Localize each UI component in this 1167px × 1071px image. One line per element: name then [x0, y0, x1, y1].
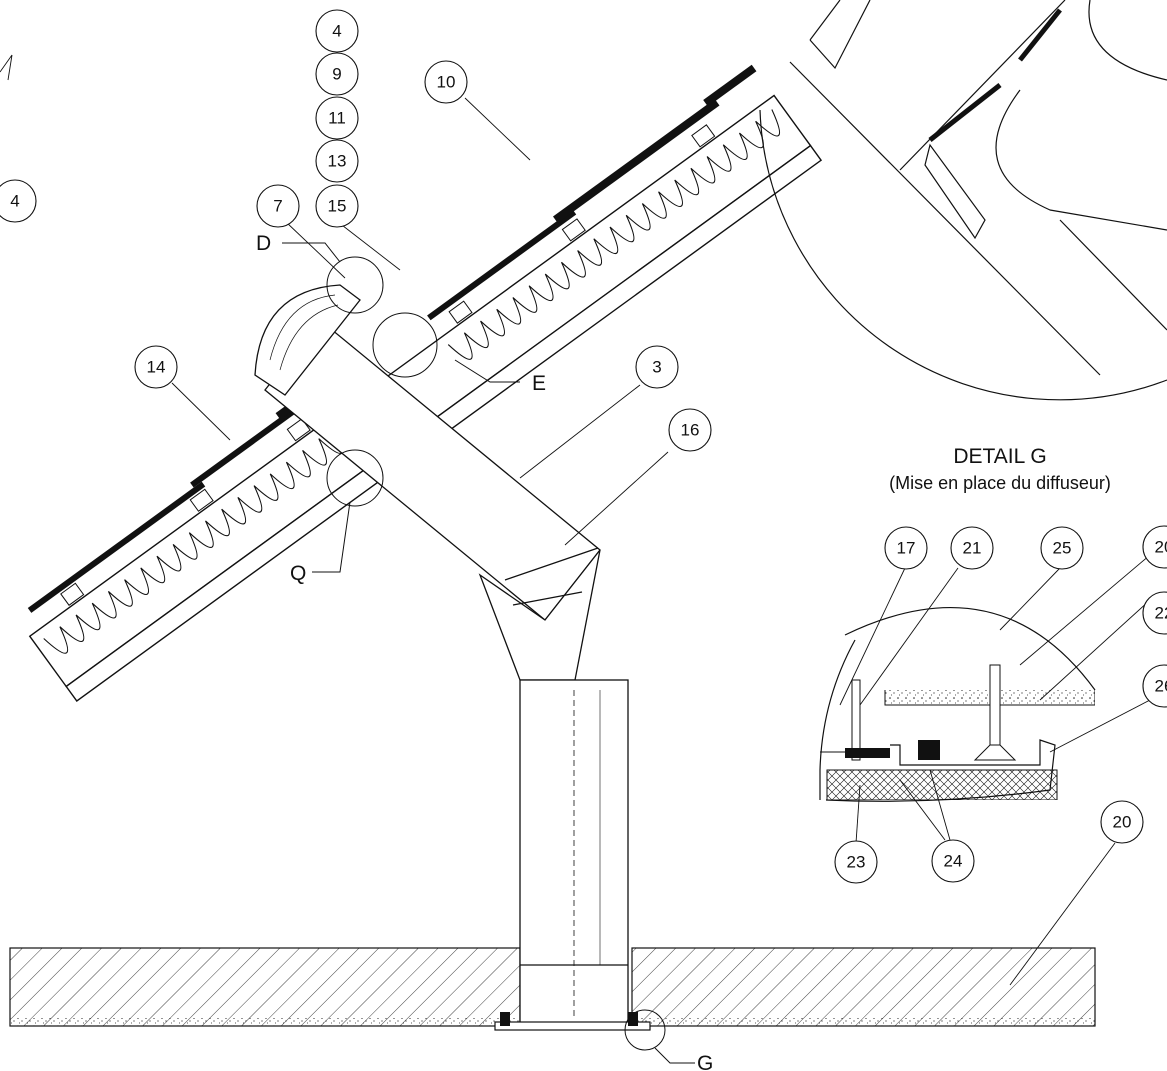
callout-20: 20 [1100, 800, 1144, 844]
callout-11: 11 [315, 96, 359, 140]
svg-text:21: 21 [963, 539, 982, 558]
svg-text:14: 14 [147, 358, 166, 377]
callout-20-partial: 20 [1142, 525, 1167, 569]
dome [254, 284, 361, 396]
svg-text:13: 13 [328, 152, 347, 171]
ceiling-slab [9, 947, 1096, 1027]
callout-13: 13 [315, 139, 359, 183]
callout-25: 25 [1040, 526, 1084, 570]
detail-letters: D E Q G [256, 232, 713, 1071]
leader-lines [171, 97, 1151, 986]
callout-14: 14 [134, 345, 178, 389]
svg-text:11: 11 [328, 109, 346, 128]
callout-3: 3 [635, 345, 679, 389]
callout-16: 16 [668, 408, 712, 452]
svg-text:9: 9 [332, 65, 341, 84]
svg-text:7: 7 [273, 197, 282, 216]
callout-10: 10 [424, 60, 468, 104]
callout-4-top: 4 [315, 9, 359, 53]
svg-text:24: 24 [944, 852, 963, 871]
svg-text:26: 26 [1155, 677, 1167, 696]
svg-text:25: 25 [1053, 539, 1072, 558]
detail-e-partial [759, 0, 1167, 401]
svg-text:15: 15 [328, 197, 347, 216]
svg-text:16: 16 [681, 421, 700, 440]
callout-9: 9 [315, 52, 359, 96]
letter-e: E [532, 372, 546, 395]
roof-assembly [27, 64, 823, 702]
svg-text:20: 20 [1113, 813, 1132, 832]
light-tube [264, 319, 629, 1026]
callout-23: 23 [834, 840, 878, 884]
letter-g: G [697, 1052, 713, 1071]
letter-q: Q [290, 562, 306, 585]
callout-17: 17 [884, 526, 928, 570]
detail-g-subtitle: (Mise en place du diffuseur) [889, 473, 1111, 493]
svg-text:20: 20 [1155, 538, 1167, 557]
diffuser [494, 1012, 651, 1031]
callout-22-partial: 22 [1142, 591, 1167, 635]
callout-7: 7 [256, 184, 300, 228]
detail-g: DETAIL G (Mise en place du diffuseur) [819, 445, 1111, 802]
callout-15: 15 [315, 184, 359, 228]
callout-24: 24 [931, 839, 975, 883]
callout-26-partial: 26 [1142, 664, 1167, 708]
callouts: 4 9 11 13 15 10 7 4 [0, 9, 1167, 884]
svg-text:17: 17 [897, 539, 916, 558]
callout-4-left: 4 [0, 179, 37, 223]
svg-text:22: 22 [1155, 604, 1167, 623]
svg-text:23: 23 [847, 853, 866, 872]
edge-mark [0, 54, 13, 81]
svg-text:4: 4 [332, 22, 341, 41]
svg-text:10: 10 [437, 73, 456, 92]
svg-text:3: 3 [652, 358, 661, 377]
callout-21: 21 [950, 526, 994, 570]
detail-g-title: DETAIL G [953, 445, 1046, 468]
detail-markers [282, 242, 695, 1064]
letter-d: D [256, 232, 271, 255]
svg-text:4: 4 [10, 192, 19, 211]
